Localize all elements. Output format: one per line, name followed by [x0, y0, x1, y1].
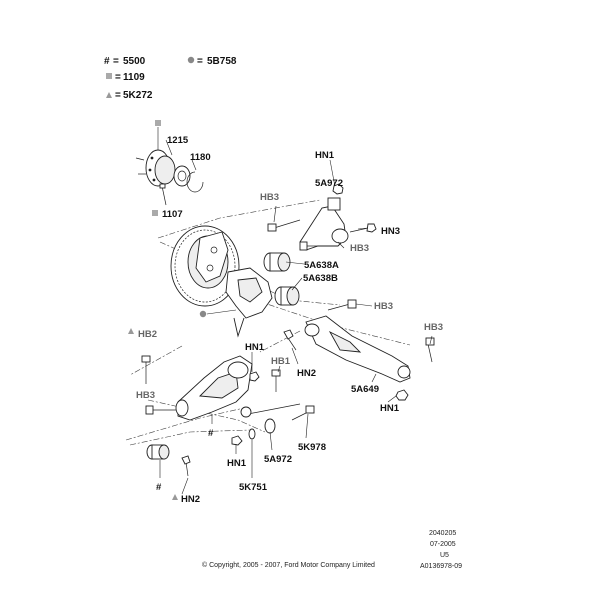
label-1180: 1180: [190, 152, 211, 163]
upper-arm: [263, 159, 377, 311]
svg-text:=: =: [115, 90, 121, 101]
label-5a972-top: 5A972: [315, 178, 343, 189]
label-hn2-mid: HN2: [297, 368, 316, 379]
footer: © Copyright, 2005 - 2007, Ford Motor Com…: [202, 530, 462, 570]
svg-text:=: =: [115, 72, 121, 83]
label-hn3: HN3: [381, 226, 400, 237]
label-5a638a: 5A638A: [304, 260, 339, 271]
knuckle-circle-marker-icon: [199, 310, 207, 318]
legend-1109-code: 1109: [123, 72, 145, 83]
label-hb3-left: HB3: [136, 390, 155, 401]
toe-link: [231, 403, 315, 446]
legend-5b758-code: 5B758: [207, 56, 237, 67]
legend-hash-symbol: #: [104, 56, 110, 67]
svg-text:=: =: [197, 56, 203, 67]
footer-ref: A0136978-09: [420, 563, 462, 570]
label-hn1-mid: HN1: [245, 342, 265, 353]
brake-backplate: [170, 225, 240, 307]
callouts: 1215 1180 1107 HN1 5A972 HB3 HN3 HB3 5A6…: [136, 135, 443, 505]
hub-square-marker-icon: [155, 120, 161, 126]
label-hb3-mid: HB3: [350, 243, 369, 254]
legend-5k272-code: 5K272: [123, 90, 153, 101]
svg-text:=: =: [113, 56, 119, 67]
footer-model: U5: [440, 552, 449, 559]
label-hb3-top: HB3: [260, 192, 279, 203]
label-hb1: HB1: [271, 356, 291, 367]
label-5a972-low: 5A972: [264, 454, 292, 465]
legend: # = 5500 = 5B758 = 1109 = 5K272: [104, 56, 237, 101]
square-symbol-icon: [106, 73, 112, 79]
knuckle: [199, 267, 273, 338]
label-5k978: 5K978: [298, 442, 326, 453]
footer-date: 07-2005: [430, 541, 456, 548]
label-hn1-low: HN1: [227, 458, 247, 469]
label-hash-mid: #: [208, 428, 214, 439]
label-hb3-far: HB3: [424, 322, 443, 333]
hb2-triangle-marker-icon: [128, 328, 134, 334]
assembly-centerlines: [125, 199, 411, 446]
label-leaders: [159, 205, 433, 495]
hn2-triangle-marker-icon: [172, 494, 178, 500]
label-5a649: 5A649: [351, 384, 379, 395]
label-hn1-top: HN1: [315, 150, 335, 161]
triangle-symbol-icon: [106, 92, 112, 98]
copyright-text: © Copyright, 2005 - 2007, Ford Motor Com…: [202, 561, 375, 569]
label-1107: 1107: [162, 209, 183, 220]
bolt-square-marker-icon: [152, 210, 158, 216]
label-hash-low: #: [156, 482, 162, 493]
trailing-arm: [141, 355, 281, 421]
lower-bush: [128, 328, 191, 500]
lower-arm: [283, 315, 435, 401]
label-hb2-top: HB2: [138, 329, 157, 340]
label-hb3-right: HB3: [374, 301, 393, 312]
label-hn2-low: HN2: [181, 494, 200, 505]
label-5a638b: 5A638B: [303, 273, 338, 284]
circle-symbol-icon: [187, 56, 195, 64]
label-5k751: 5K751: [239, 482, 268, 493]
label-hn1-right: HN1: [380, 403, 400, 414]
wheel-hub-assembly: [135, 120, 204, 216]
legend-5500-code: 5500: [123, 56, 146, 67]
footer-code: 2040205: [429, 530, 456, 537]
label-1215: 1215: [167, 135, 189, 146]
